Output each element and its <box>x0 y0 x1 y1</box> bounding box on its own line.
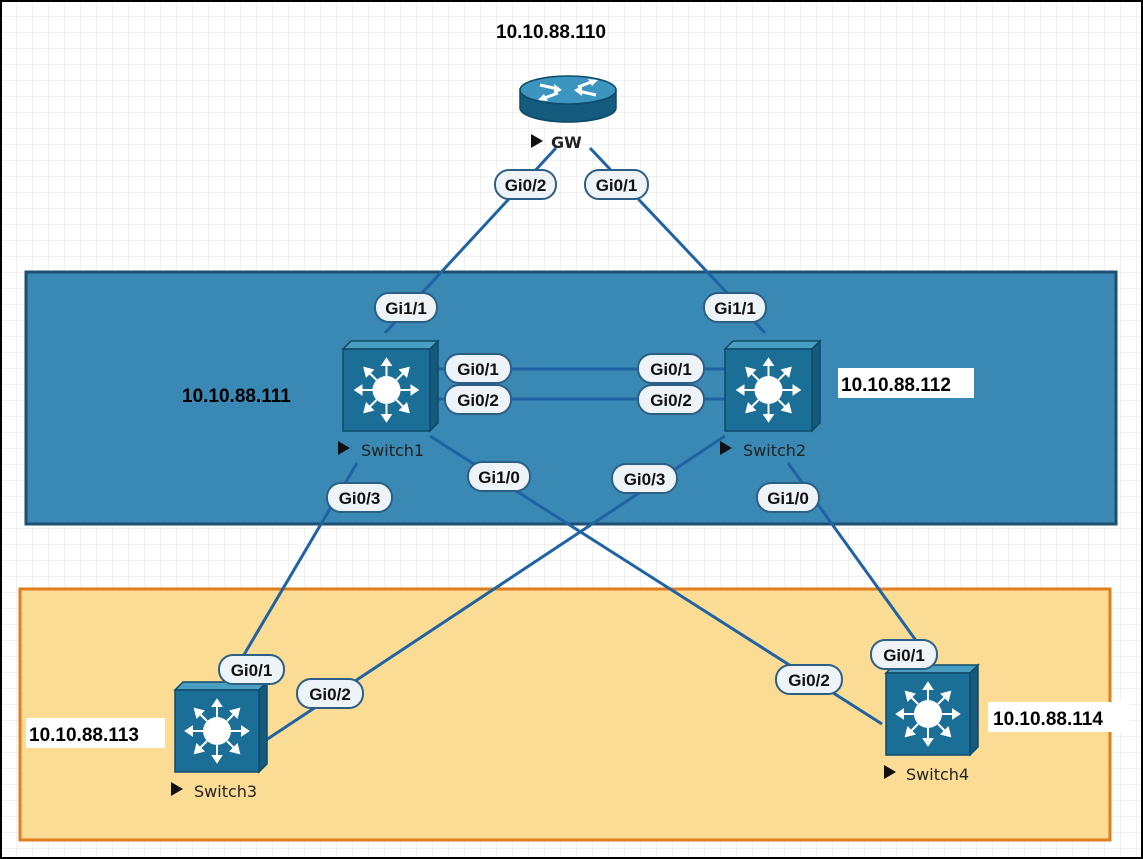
port-label[interactable]: Gi1/1 <box>703 292 767 323</box>
svg-text:Gi0/3: Gi0/3 <box>339 489 381 508</box>
port-label[interactable]: Gi0/2 <box>637 384 705 415</box>
port-label[interactable]: Gi0/3 <box>611 463 678 494</box>
switch4-ip: 10.10.88.114 <box>993 709 1103 730</box>
switch1-ip: 10.10.88.111 <box>182 386 291 407</box>
port-label[interactable]: Gi0/1 <box>870 639 938 670</box>
switch2-ip-background <box>838 368 974 398</box>
switch3-label: Switch3 <box>194 782 257 801</box>
port-label[interactable]: Gi0/1 <box>218 654 285 685</box>
port-label[interactable]: Gi0/1 <box>444 353 512 384</box>
play-triangle-icon[interactable] <box>171 782 183 796</box>
port-label[interactable]: Gi0/3 <box>326 482 393 513</box>
switch1[interactable]: Switch1 10.10.88.111 <box>182 339 440 460</box>
play-triangle-icon[interactable] <box>338 441 350 455</box>
switch3-ip: 10.10.88.113 <box>29 725 139 746</box>
switch2-label: Switch2 <box>743 441 806 460</box>
port-label[interactable]: Gi1/0 <box>756 482 820 513</box>
layer3-switch-icon <box>341 339 440 433</box>
port-label[interactable]: Gi1/0 <box>467 461 531 492</box>
svg-text:Gi1/1: Gi1/1 <box>385 299 427 318</box>
svg-text:Gi0/2: Gi0/2 <box>309 685 351 704</box>
switch4-label: Switch4 <box>906 765 969 784</box>
svg-text:Gi0/2: Gi0/2 <box>650 391 692 410</box>
layer3-switch-icon <box>884 663 980 757</box>
port-label[interactable]: Gi0/1 <box>584 169 649 200</box>
router-icon <box>519 75 617 123</box>
switch3-ip-background <box>26 718 165 748</box>
port-label[interactable]: Gi0/2 <box>296 678 364 709</box>
layer3-switch-icon <box>173 680 269 774</box>
svg-text:Gi0/2: Gi0/2 <box>505 176 547 195</box>
port-label[interactable]: Gi0/1 <box>637 353 705 384</box>
port-label[interactable]: Gi1/1 <box>374 292 438 323</box>
svg-text:Gi0/2: Gi0/2 <box>788 671 830 690</box>
svg-text:Gi1/0: Gi1/0 <box>478 468 520 487</box>
gw-router[interactable]: GW 10.10.88.110 <box>496 22 617 152</box>
switch2-ip: 10.10.88.112 <box>841 375 951 396</box>
svg-text:Gi0/1: Gi0/1 <box>457 360 499 379</box>
svg-text:Gi1/1: Gi1/1 <box>714 299 756 318</box>
play-triangle-icon[interactable] <box>720 441 732 455</box>
svg-text:Gi0/1: Gi0/1 <box>596 176 638 195</box>
svg-text:Gi0/1: Gi0/1 <box>650 360 692 379</box>
svg-text:Gi0/3: Gi0/3 <box>624 470 666 489</box>
switch1-label: Switch1 <box>361 441 424 460</box>
port-label[interactable]: Gi0/2 <box>494 169 557 200</box>
svg-text:Gi0/1: Gi0/1 <box>231 661 273 680</box>
port-labels: Gi0/2 Gi0/1 Gi1/1 Gi1/1 Gi0/1 Gi0/2 Gi0/… <box>218 169 938 709</box>
switch4-ip-background <box>988 702 1130 732</box>
svg-text:Gi0/1: Gi0/1 <box>883 646 925 665</box>
svg-text:Gi0/2: Gi0/2 <box>457 391 499 410</box>
port-label[interactable]: Gi0/2 <box>444 384 512 415</box>
switch2[interactable]: Switch2 10.10.88.112 <box>720 339 974 460</box>
gw-label: GW <box>551 133 582 152</box>
play-triangle-icon[interactable] <box>884 765 896 779</box>
port-label[interactable]: Gi0/2 <box>775 664 843 695</box>
gw-ip: 10.10.88.110 <box>496 22 606 43</box>
svg-text:Gi1/0: Gi1/0 <box>767 489 809 508</box>
play-triangle-icon[interactable] <box>531 134 543 148</box>
layer3-switch-icon <box>723 339 822 433</box>
